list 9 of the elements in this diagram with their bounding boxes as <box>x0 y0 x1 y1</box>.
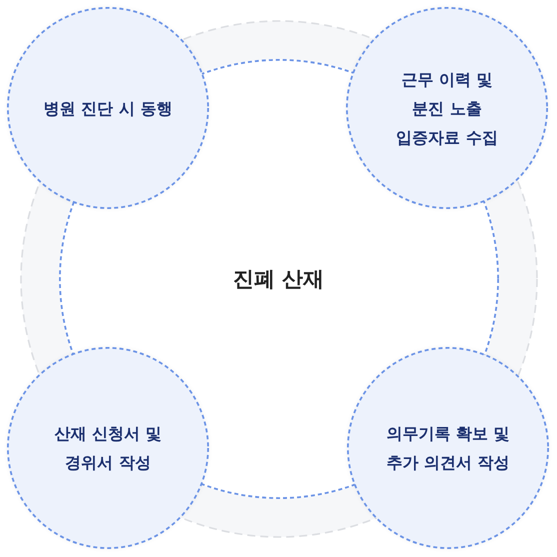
step-circle <box>7 7 209 209</box>
step-label: 의무기록 확보 및 추가 의견서 작성 <box>385 423 511 474</box>
step-circle <box>347 347 549 549</box>
step-circle <box>7 347 209 549</box>
step-circle <box>346 7 548 209</box>
step-label: 산재 신청서 및 경위서 작성 <box>53 423 163 474</box>
step-label: 병원 진단 시 동행 <box>44 98 172 120</box>
step-label: 근무 이력 및 분진 노출 입증자료 수집 <box>395 68 499 148</box>
hub-title: 진폐 산재 <box>232 266 324 292</box>
